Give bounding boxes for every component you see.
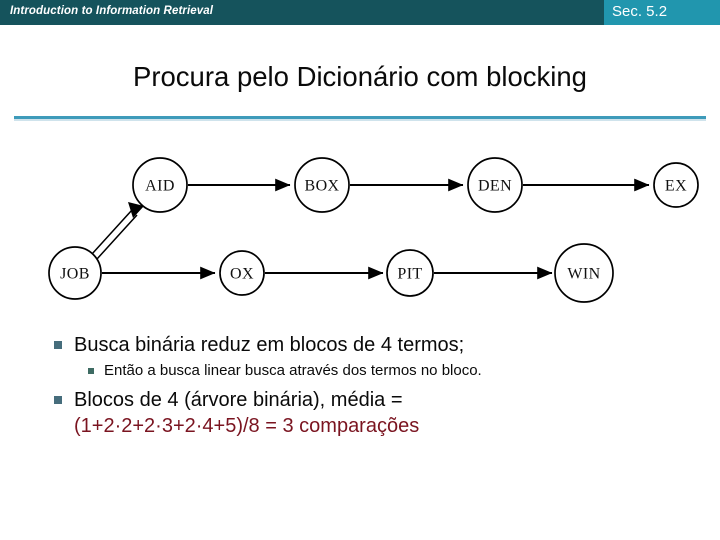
diagram-node-aid: AID [132,157,188,213]
bullet-marker-square [54,396,62,404]
bullet-list: Busca binária reduz em blocos de 4 termo… [0,332,720,443]
diagram-node-job: JOB [48,246,102,300]
diagram-canvas: AID BOX DEN EX JOB OX PIT WIN [48,157,699,303]
diagram-node-label: WIN [567,266,600,283]
diagram-node-box: BOX [294,157,350,213]
header-left-band: Introduction to Information Retrieval [0,0,604,25]
diagram-node-label: JOB [60,266,90,283]
header-right-band: Sec. 5.2 [604,0,720,25]
course-title: Introduction to Information Retrieval [10,5,214,17]
diagram-node-label: EX [665,178,687,195]
bullet-formula: (1+2·2+2·3+2·4+5)/8 = 3 comparações [74,415,420,437]
diagram-node-ex: EX [653,162,699,208]
diagram-node-label: BOX [305,178,340,195]
bullet-item-1: Busca binária reduz em blocos de 4 termo… [0,332,720,358]
title-divider-shadow [14,119,706,121]
bullet-marker-square [54,341,62,349]
diagram-node-pit: PIT [386,249,434,297]
section-reference-label: Sec. 5.2 [612,3,668,20]
diagram-node-label: OX [230,266,254,283]
title-divider [14,116,706,119]
diagram-node-label: DEN [478,178,512,195]
bullet-text: Blocos de 4 (árvore binária), média = [74,389,403,411]
bullet-item-2: Então a busca linear busca através dos t… [0,361,720,381]
diagram-node-ox: OX [219,250,265,296]
bullet-text: Busca binária reduz em blocos de 4 termo… [74,334,465,356]
diagram-node-label: AID [145,178,175,195]
bullet-marker-square [88,368,94,374]
dictionary-blocking-diagram: AID BOX DEN EX JOB OX PIT WIN [0,128,720,318]
diagram-node-win: WIN [554,243,614,303]
page-title: Procura pelo Dicionário com blocking [133,61,587,92]
bullet-text: Então a busca linear busca através dos t… [104,362,482,379]
bullet-item-3: Blocos de 4 (árvore binária), média = (1… [0,387,720,440]
diagram-node-label: PIT [397,266,422,283]
diagram-node-den: DEN [467,157,523,213]
header-bar: Introduction to Information Retrieval Se… [0,0,720,25]
edge-job-aid-double [91,202,144,260]
